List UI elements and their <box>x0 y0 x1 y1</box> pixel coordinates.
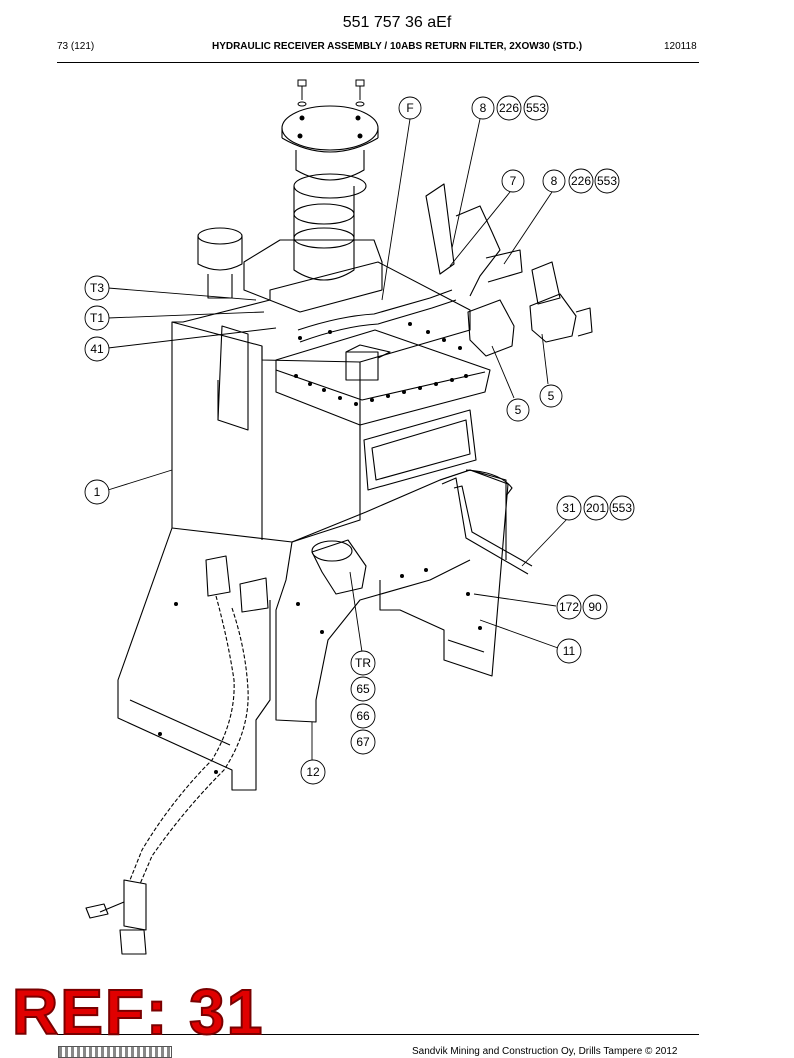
callout-balloon: 226 <box>568 168 594 194</box>
callout-balloon: 5 <box>539 384 563 408</box>
callout-balloon: 66 <box>350 703 376 729</box>
callout-balloon: 553 <box>523 95 549 121</box>
leader-lines <box>107 118 569 760</box>
svg-text:1: 1 <box>94 485 101 499</box>
svg-text:90: 90 <box>588 600 602 614</box>
svg-text:31: 31 <box>562 501 576 515</box>
svg-text:553: 553 <box>597 174 617 188</box>
svg-text:553: 553 <box>612 501 632 515</box>
svg-text:5: 5 <box>548 389 555 403</box>
svg-text:226: 226 <box>571 174 591 188</box>
callout-balloon: 553 <box>594 168 620 194</box>
svg-text:66: 66 <box>356 709 370 723</box>
callout-balloon: 67 <box>350 729 376 755</box>
svg-text:226: 226 <box>499 101 519 115</box>
callout-balloon: 31 <box>556 495 582 521</box>
callout-balloon: 8 <box>471 96 495 120</box>
svg-text:F: F <box>406 101 413 115</box>
svg-text:8: 8 <box>480 101 487 115</box>
svg-text:41: 41 <box>90 342 104 356</box>
callout-balloon: 553 <box>609 495 635 521</box>
receiver-assembly-linework <box>85 105 593 955</box>
reference-stamp: REF: 31 <box>11 976 265 1048</box>
callout-balloon: 90 <box>582 594 608 620</box>
callout-balloon: 41 <box>84 336 110 362</box>
svg-text:12: 12 <box>306 765 320 779</box>
bolt-heads <box>158 115 482 774</box>
document-number: 120118 <box>664 41 697 52</box>
footer-copyright: Sandvik Mining and Construction Oy, Dril… <box>412 1046 678 1057</box>
page-title: HYDRAULIC RECEIVER ASSEMBLY / 10ABS RETU… <box>211 41 583 52</box>
svg-text:T3: T3 <box>90 281 104 295</box>
svg-text:TR: TR <box>355 656 371 670</box>
callout-balloon: 7 <box>501 169 525 193</box>
callout-balloon: 172 <box>556 594 582 620</box>
callout-balloon: 226 <box>496 95 522 121</box>
callout-balloon: 65 <box>350 676 376 702</box>
svg-text:65: 65 <box>356 682 370 696</box>
svg-text:T1: T1 <box>90 311 104 325</box>
svg-text:553: 553 <box>526 101 546 115</box>
header-rule <box>57 62 699 63</box>
svg-text:7: 7 <box>510 174 517 188</box>
svg-text:8: 8 <box>551 174 558 188</box>
document-code: 551 757 36 aEf <box>342 14 452 31</box>
callout-balloon: T1 <box>84 305 110 331</box>
callout-balloon: 1 <box>84 479 110 505</box>
callout-balloon: 5 <box>506 398 530 422</box>
callout-balloon: TR <box>350 650 376 676</box>
callout-balloon: 12 <box>300 759 326 785</box>
callout-balloon: 11 <box>556 638 582 664</box>
footer-rule <box>57 1034 699 1035</box>
svg-text:11: 11 <box>563 644 576 658</box>
small-fasteners <box>297 79 365 107</box>
callout-balloons: F 8 226 553 7 8 226 553 T3 T1 41 5 5 1 3… <box>84 95 635 785</box>
svg-text:5: 5 <box>515 403 522 417</box>
callout-balloon: F <box>398 96 422 120</box>
callout-balloon: 201 <box>583 495 609 521</box>
callout-balloon: T3 <box>84 275 110 301</box>
page-number: 73 (121) <box>57 41 95 52</box>
svg-text:172: 172 <box>559 600 579 614</box>
callout-balloon: 8 <box>542 169 566 193</box>
svg-text:201: 201 <box>586 501 606 515</box>
svg-text:67: 67 <box>356 735 370 749</box>
